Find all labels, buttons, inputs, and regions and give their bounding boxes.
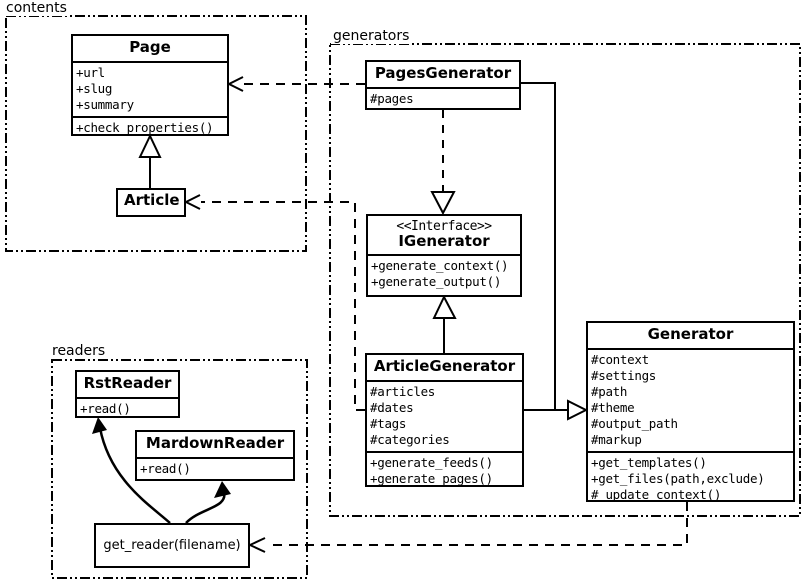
attribute: #categories [370,431,450,447]
attribute: #pages [370,90,414,106]
class-title-article-generator: ArticleGenerator [373,357,516,375]
class-box-mardown-reader[interactable]: MardownReader +read() [135,430,295,481]
operation: +get_files(path,exclude) [591,470,765,486]
attribute: +summary [76,96,134,112]
edge-pagesgenerator-extends-generator [521,82,589,421]
attribute: #articles [370,383,436,399]
operation: +check_properties() [76,119,214,135]
attribute: #path [591,383,628,399]
attribute: +slug [76,80,113,96]
class-title-page: Page [129,38,171,56]
attribute: #tags [370,415,407,431]
operation: +get_templates() [591,454,707,470]
edge-pagesgenerator-implements-igenerator [430,110,456,216]
class-operations-igenerator: +generate_context() +generate_output() [368,254,520,293]
attribute: #output_path [591,415,678,431]
operation: +read() [140,460,191,476]
function-box-get-reader[interactable]: get_reader(filename) [94,523,250,568]
operation: +generate_pages() [370,470,493,486]
class-box-article-generator[interactable]: ArticleGenerator #articles #dates #tags … [365,353,524,487]
package-label-readers: readers [50,343,108,359]
attribute: #settings [591,367,657,383]
edge-article-inherits-page [138,133,162,188]
package-label-contents: contents [4,0,69,16]
operation: +generate_context() [371,258,509,274]
attribute: #theme [591,399,635,415]
class-box-generator[interactable]: Generator #context #settings #path #them… [586,321,795,502]
class-operations-mardown-reader: +read() [137,456,293,480]
class-title-igenerator: <<Interface>> IGenerator [368,216,520,254]
edge-articlegenerator-uses-article [183,194,365,411]
attribute: +url [76,64,105,80]
attribute: #context [591,351,649,367]
attribute: #dates [370,399,414,415]
class-title-mardown-reader: MardownReader [145,434,285,452]
edge-generator-uses-get-reader [247,502,688,553]
class-box-article[interactable]: Article [116,188,186,217]
class-box-igenerator[interactable]: <<Interface>> IGenerator +generate_conte… [366,214,522,297]
edge-pagesgenerator-uses-page [226,76,365,92]
class-box-rst-reader[interactable]: RstReader +read() [75,370,180,418]
class-title-rst-reader: RstReader [83,374,172,392]
class-title-generator: Generator [647,325,734,343]
operation: #_update_context() [591,486,722,502]
class-attributes-page: +url +slug +summary [73,60,227,116]
class-operations-page: +check_properties() [73,115,227,139]
class-operations-generator: +get_templates() +get_files(path,exclude… [588,450,793,506]
class-attributes-article-generator: #articles #dates #tags #categories [367,379,522,451]
class-box-pages-generator[interactable]: PagesGenerator #pages [365,60,521,110]
class-box-page[interactable]: Page +url +slug +summary +check_properti… [71,34,229,136]
class-attributes-pages-generator: #pages [367,86,519,110]
operation: +generate_feeds() [370,454,493,470]
class-title-pages-generator: PagesGenerator [374,64,512,82]
function-label-get-reader: get_reader(filename) [103,538,241,553]
edge-getreader-creates-mardownreader [185,481,231,524]
class-operations-rst-reader: +read() [77,396,178,420]
class-operations-article-generator: +generate_feeds() +generate_pages() [367,450,522,490]
attribute: #markup [591,431,642,447]
edge-articlegenerator-implements-igenerator [432,294,457,353]
class-attributes-generator: #context #settings #path #theme #output_… [588,347,793,451]
operation: +generate_output() [371,274,502,290]
package-label-generators: generators [331,28,412,44]
class-name-igenerator: IGenerator [398,231,490,250]
operation: +read() [80,400,131,416]
class-title-article: Article [124,191,180,209]
class-stereotype-igenerator: <<Interface>> [396,219,492,234]
